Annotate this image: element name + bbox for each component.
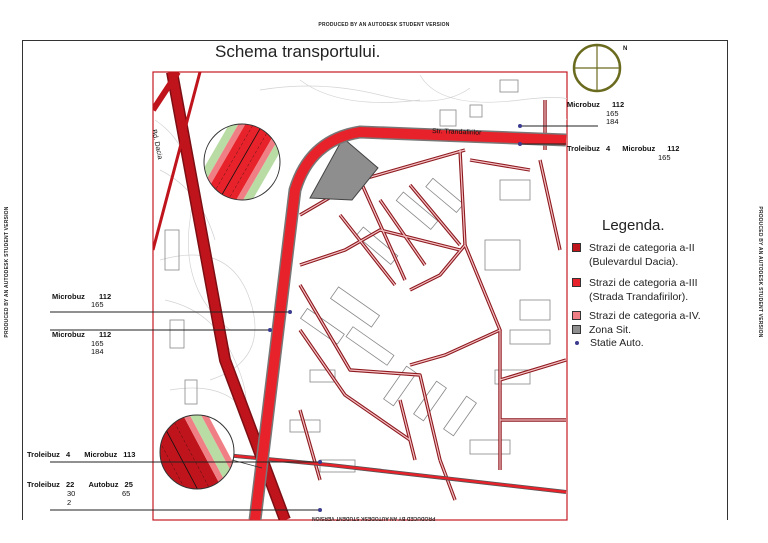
stop-label-right-second: Troleibuz 4 Microbuz 112 — [567, 144, 680, 153]
str-trandafirilor — [250, 126, 567, 520]
legend-swatch — [572, 278, 581, 287]
stop-marker — [518, 142, 522, 146]
watermark-top: PRODUCED BY AN AUTODESK STUDENT VERSION — [318, 22, 450, 28]
compass-icon — [572, 43, 622, 93]
bus-stop-markers — [268, 124, 522, 512]
stop-label-right-top: Microbuz 112 — [567, 100, 625, 109]
watermark-bottom: PRODUCED BY AN AUTODESK STUDENT VERSION — [312, 515, 436, 521]
stop-label-left-2: Microbuz 112 — [52, 330, 112, 339]
label-str-trandafirilor: Str. Trandafirilor — [432, 128, 482, 137]
stop-line: 165 — [91, 339, 104, 348]
stop-label-left-1: Microbuz 112 — [52, 292, 112, 301]
stop-line: 165 — [658, 153, 671, 162]
stop-line: 184 — [91, 347, 104, 356]
page-title: Schema transportului. — [215, 42, 381, 61]
legend-item-stop: Statie Auto. — [572, 336, 644, 350]
stop-line: 65 — [122, 489, 131, 498]
legend-text: (Strada Trandafirilor). — [589, 291, 689, 303]
stop-marker — [518, 124, 522, 128]
legend-item-cat3: Strazi de categoria a-III (Strada Tranda… — [572, 276, 698, 304]
stop-line: 184 — [606, 117, 619, 126]
legend-item-cat4: Strazi de categoria a-IV. — [572, 309, 701, 323]
stop-line: 30 — [67, 489, 76, 498]
legend-text: (Bulevardul Dacia). — [589, 256, 679, 268]
compass-north-label: N — [623, 46, 628, 52]
stop-line: 165 — [606, 109, 619, 118]
stop-marker — [268, 328, 272, 332]
stop-leader-lines — [50, 125, 598, 511]
legend-text: Zona Sit. — [589, 324, 632, 336]
legend-swatch — [572, 325, 581, 334]
stop-marker — [318, 508, 322, 512]
legend-swatch — [572, 243, 581, 252]
stop-marker — [318, 460, 322, 464]
legend-item-zone: Zona Sit. — [572, 323, 631, 337]
legend-text: Strazi de categoria a-IV. — [589, 310, 701, 322]
legend-title: Legenda. — [602, 217, 665, 234]
stop-line: 2 — [67, 498, 72, 507]
bus-stop-icon — [575, 341, 579, 345]
map-border — [152, 71, 568, 521]
legend-text: Strazi de categoria a-III — [589, 277, 698, 289]
stop-label-left-4: Troleibuz 22 Autobuz 25 — [27, 480, 133, 489]
detail-circle-top — [203, 123, 281, 201]
buildings — [164, 79, 551, 473]
stop-line: 165 — [91, 300, 104, 309]
stop-marker — [288, 310, 292, 314]
stop-label-left-3: Troleibuz 4 Microbuz 113 — [27, 450, 136, 459]
legend-text: Strazi de categoria a-II — [589, 242, 695, 254]
legend-swatch — [572, 311, 581, 320]
label-bd-dacia: Bd. Dacia — [150, 129, 163, 160]
drawing-frame — [22, 40, 728, 520]
legend-item-cat2: Strazi de categoria a-II (Bulevardul Dac… — [572, 241, 695, 269]
minor-streets-light — [299, 100, 567, 501]
legend-text: Statie Auto. — [590, 337, 644, 349]
zone-sit — [309, 137, 379, 201]
